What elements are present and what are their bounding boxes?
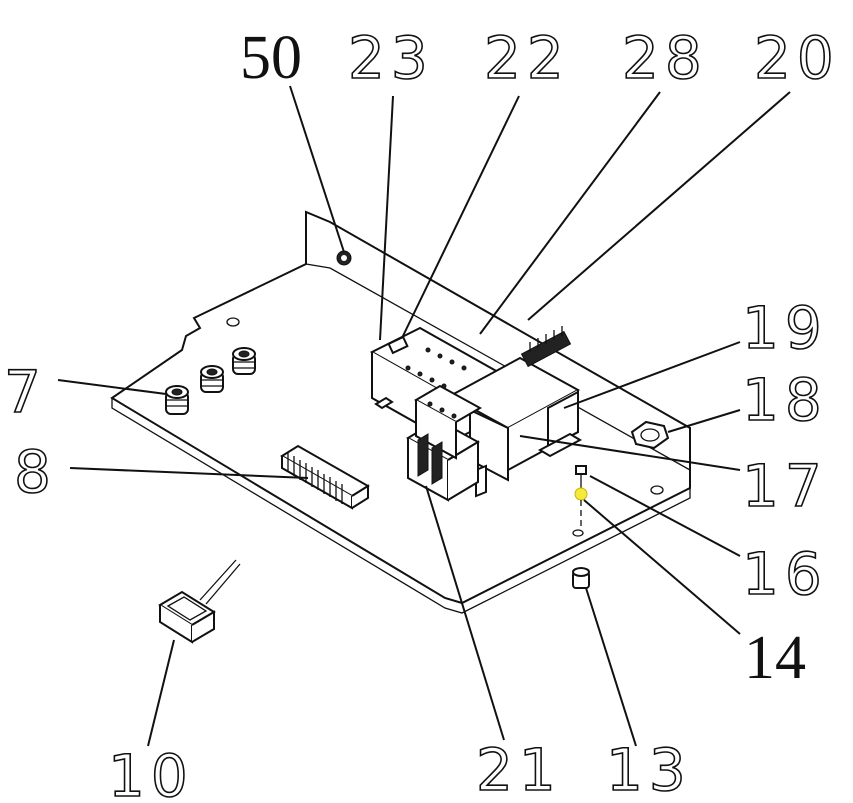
screw-50 <box>336 250 352 266</box>
callout-label-20: 20 <box>754 24 840 92</box>
cable-gland <box>232 347 256 375</box>
callout-label-7: 7 <box>4 358 47 426</box>
cable-glands <box>165 347 256 415</box>
contactor-block <box>447 326 583 498</box>
callout-label-22: 22 <box>484 24 570 92</box>
auxiliary-contactor <box>405 384 483 502</box>
callout-label-10: 10 <box>108 742 194 803</box>
leader-lines <box>57 85 791 747</box>
callout-label-19: 19 <box>742 294 828 362</box>
callout-label-14: 14 <box>744 624 806 692</box>
cable-gland <box>200 365 224 393</box>
callout-label-13: 13 <box>606 736 692 803</box>
callout-label-8: 8 <box>14 438 57 506</box>
callout-label-16: 16 <box>742 540 828 608</box>
washer-14 <box>574 487 588 501</box>
callout-labels: 50 23 22 28 20 19 18 17 16 14 13 21 10 8… <box>3 23 840 803</box>
hex-nut <box>630 420 670 450</box>
callout-label-23: 23 <box>348 24 434 92</box>
connector-plug <box>158 559 241 644</box>
callout-label-21: 21 <box>476 736 562 803</box>
callout-label-28: 28 <box>622 24 708 92</box>
terminal-strip <box>280 444 370 510</box>
callout-label-50: 50 <box>240 24 302 92</box>
callout-label-18: 18 <box>742 366 828 434</box>
cable-gland <box>165 385 189 415</box>
callout-label-17: 17 <box>742 452 828 520</box>
screw-16 <box>575 465 587 490</box>
standoff-13 <box>572 500 590 589</box>
